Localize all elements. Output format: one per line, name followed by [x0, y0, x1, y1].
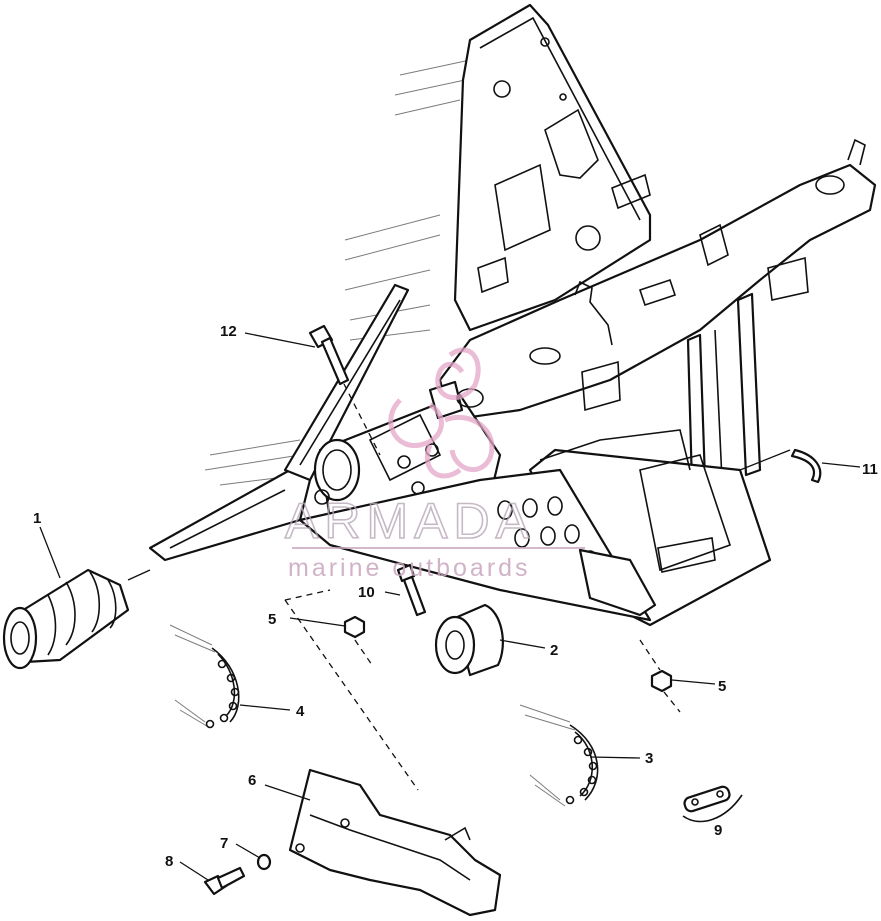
part-6-guard [284, 589, 502, 917]
callout-labels: 1 2 3 4 5 5 6 7 8 9 10 11 12 [33, 323, 878, 870]
boom-arm [148, 283, 410, 562]
callout-12: 12 [220, 323, 237, 340]
part-5-nut-right [639, 639, 681, 713]
callout-1: 1 [33, 510, 41, 527]
part-12-long-bolt [308, 324, 381, 456]
callout-4: 4 [296, 703, 305, 720]
part-9-link [682, 785, 743, 823]
callout-10: 10 [358, 584, 375, 601]
watermark-title: ARMADA [285, 493, 535, 549]
callout-2: 2 [550, 642, 558, 659]
callout-3: 3 [645, 750, 653, 767]
part-11-clip [790, 448, 822, 484]
part-8-screw [203, 866, 246, 896]
callout-9: 9 [714, 822, 722, 839]
part-2-spacer [434, 603, 504, 677]
part-10-bolt [396, 563, 427, 617]
watermark-logo [388, 347, 495, 479]
callout-7: 7 [220, 835, 228, 852]
mount-tube [298, 380, 657, 622]
part-4-chain [169, 624, 240, 729]
callout-8: 8 [165, 853, 173, 870]
part-1-drive-drum [2, 568, 130, 670]
callout-5-left: 5 [268, 611, 276, 628]
part-3-chain [519, 704, 599, 807]
callout-11: 11 [862, 461, 878, 478]
frame-rail-hatching [204, 59, 471, 486]
leader-lines [39, 332, 861, 881]
callout-5-right: 5 [718, 678, 726, 695]
watermark-subtitle: marine outboards [288, 554, 531, 582]
callout-6: 6 [248, 772, 256, 789]
part-5-nut-left [343, 615, 373, 666]
watermark: ARMADA marine outboards [284, 347, 585, 582]
part-7-washer [256, 853, 272, 871]
